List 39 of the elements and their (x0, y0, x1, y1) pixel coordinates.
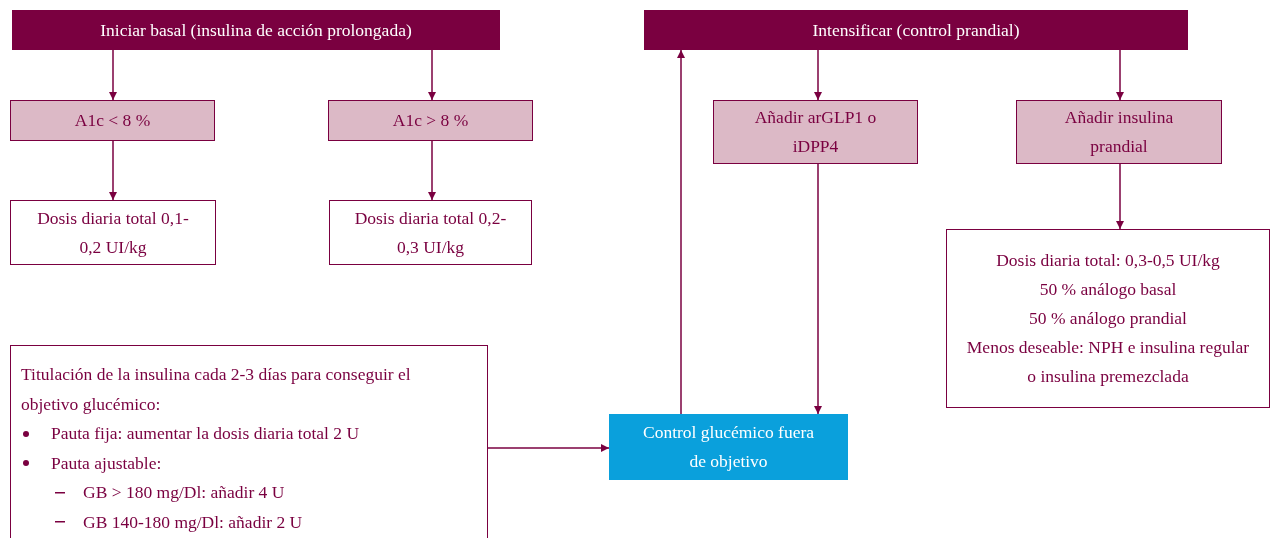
arrow (428, 49, 436, 101)
process-box (10, 100, 215, 141)
process-box (328, 100, 533, 141)
box-text: Iniciar basal (insulina de acción prolongada) (100, 18, 412, 42)
arrow (1116, 49, 1124, 101)
box-text: Titulación de la insulina cada 2-3 días para conseguir el objetivo glucémico: (21, 363, 411, 416)
arrow (428, 140, 436, 201)
arrow (814, 163, 822, 415)
box-text: Dosis diaria total: 0,3-0,5 UI/kg (996, 249, 1220, 272)
box-text: Añadir arGLP1 o iDPP4 (753, 106, 878, 158)
box-text: Control glucémico fuera de objetivo (641, 421, 816, 473)
box-text: Intensificar (control prandial) (812, 18, 1020, 42)
box-text: A1c < 8 % (74, 109, 151, 132)
box-text: Añadir insulina prandial (1063, 106, 1175, 158)
process-box (1016, 100, 1222, 164)
arrow (109, 49, 117, 101)
process-box (946, 229, 1270, 408)
list-item: Pauta fija: aumentar la dosis diaria total 2 U (51, 422, 360, 445)
process-box (10, 200, 216, 265)
arrow (487, 444, 610, 452)
box-text: 50 % análogo prandial (1029, 307, 1187, 330)
process-box (609, 414, 848, 480)
arrow (814, 49, 822, 101)
arrow (677, 49, 685, 415)
box-text: 50 % análogo basal (1039, 278, 1177, 301)
arrow (109, 140, 117, 201)
list-item: GB 140-180 mg/Dl: añadir 2 U (83, 510, 303, 534)
box-text: Menos deseable: NPH e insulina regular o insulina premezclada (965, 336, 1251, 388)
process-box (10, 345, 488, 538)
box-text: A1c > 8 % (392, 109, 469, 132)
header-bar (644, 10, 1188, 50)
process-box (329, 200, 532, 265)
box-text: Dosis diaria total 0,1-0,2 UI/kg (36, 206, 190, 259)
header-bar (12, 10, 500, 50)
list-item: Pauta ajustable: (51, 451, 162, 475)
box-text: Dosis diaria total 0,2-0,3 UI/kg (353, 206, 508, 259)
process-box (713, 100, 918, 164)
arrow (1116, 163, 1124, 230)
list-item: GB > 180 mg/Dl: añadir 4 U (83, 481, 285, 504)
